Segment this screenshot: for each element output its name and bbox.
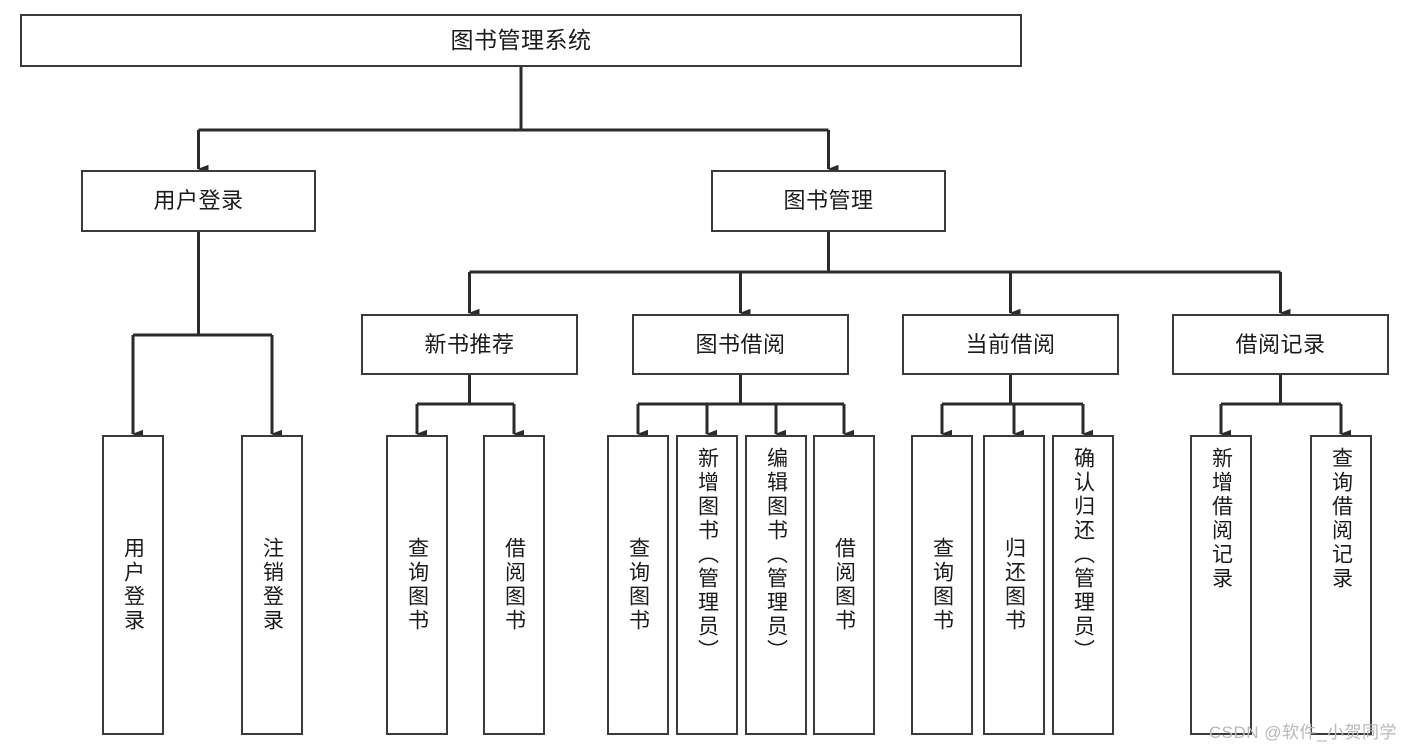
node-new-book-rec: 新书推荐	[361, 314, 578, 375]
watermark-text: CSDN @软件_小贺同学	[1208, 723, 1397, 742]
node-root: 图书管理系统	[20, 14, 1022, 67]
node-label: 用户登录	[121, 537, 145, 633]
node-leaf-edit-book: 编辑图书（管理员）	[745, 435, 807, 735]
node-leaf-add-record: 新增借阅记录	[1190, 435, 1252, 735]
node-label: 查询图书	[405, 537, 429, 633]
node-leaf-logout: 注销登录	[241, 435, 303, 735]
node-label: 图书借阅	[695, 331, 786, 357]
node-leaf-user-login: 用户登录	[102, 435, 164, 735]
node-leaf-query-book-1: 查询图书	[386, 435, 448, 735]
node-label: 注销登录	[260, 537, 284, 633]
node-label: 用户登录	[153, 188, 244, 214]
node-label: 确认归还（管理员）	[1071, 447, 1095, 663]
node-label: 图书管理系统	[450, 26, 592, 53]
node-label: 查询图书	[626, 537, 650, 633]
node-book-manage: 图书管理	[711, 170, 946, 232]
node-label: 编辑图书（管理员）	[764, 447, 788, 663]
node-label: 借阅图书	[502, 537, 526, 633]
node-label: 查询图书	[930, 537, 954, 633]
node-user-login: 用户登录	[81, 170, 316, 232]
node-leaf-query-book-3: 查询图书	[911, 435, 973, 735]
node-label: 归还图书	[1002, 537, 1026, 633]
node-label: 图书管理	[783, 188, 874, 214]
node-book-borrow: 图书借阅	[632, 314, 849, 375]
node-leaf-return-book: 归还图书	[983, 435, 1045, 735]
node-leaf-query-record: 查询借阅记录	[1310, 435, 1372, 735]
node-borrow-record: 借阅记录	[1172, 314, 1389, 375]
node-leaf-query-book-2: 查询图书	[607, 435, 669, 735]
node-leaf-add-book: 新增图书（管理员）	[676, 435, 738, 735]
node-label: 新增图书（管理员）	[695, 447, 719, 663]
edge-group	[131, 67, 1351, 439]
node-label: 新增借阅记录	[1209, 447, 1233, 591]
node-current-borrow: 当前借阅	[902, 314, 1119, 375]
node-leaf-borrow-book-2: 借阅图书	[813, 435, 875, 735]
node-label: 借阅记录	[1235, 331, 1326, 357]
node-label: 新书推荐	[424, 331, 515, 357]
node-leaf-confirm-return: 确认归还（管理员）	[1052, 435, 1114, 735]
node-label: 借阅图书	[832, 537, 856, 633]
node-label: 当前借阅	[965, 331, 1056, 357]
node-label: 查询借阅记录	[1329, 447, 1353, 591]
node-leaf-borrow-book-1: 借阅图书	[483, 435, 545, 735]
